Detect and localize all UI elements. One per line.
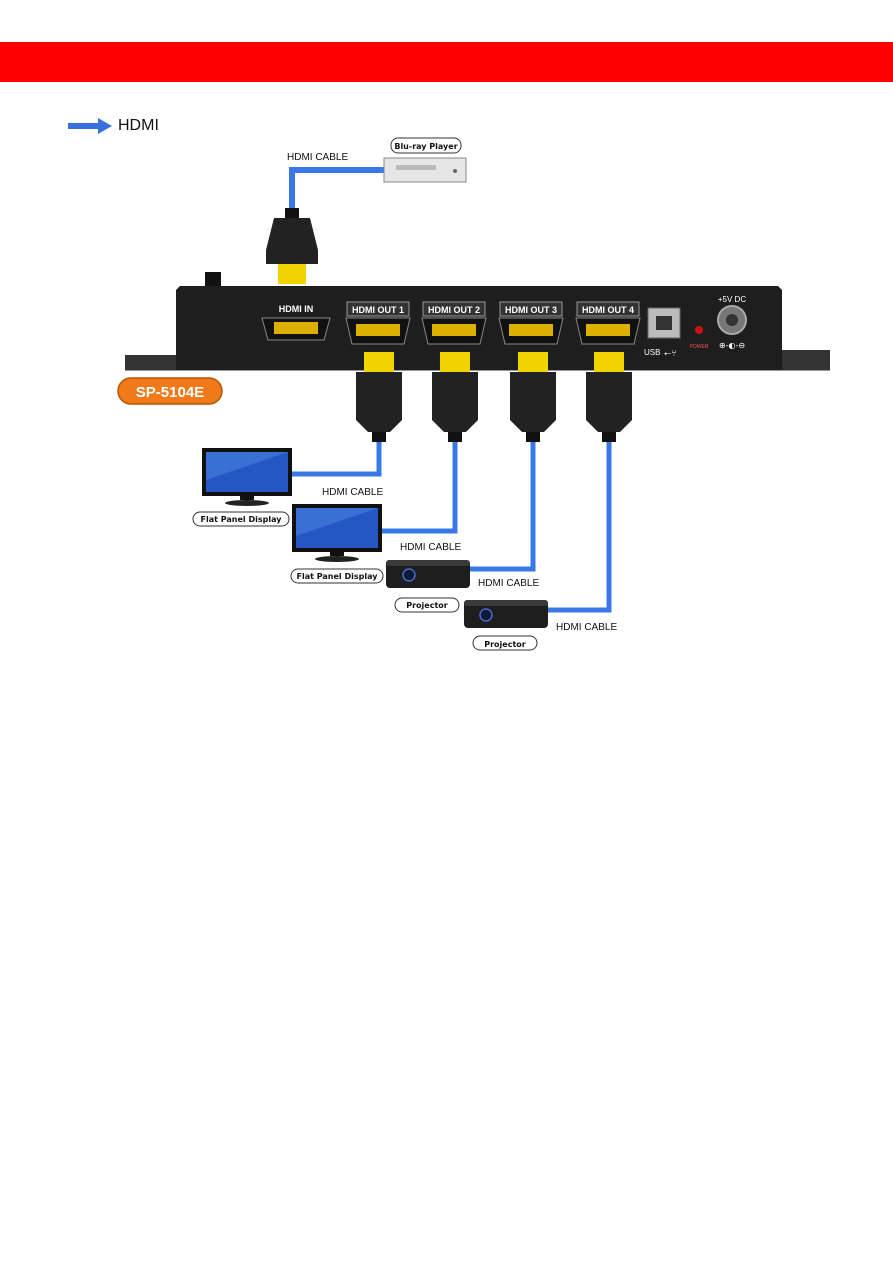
bluray-player: Blu-ray Player bbox=[383, 137, 467, 183]
projector-label-1: Projector bbox=[406, 601, 448, 610]
usb-port: USB ⭠⑂ bbox=[644, 307, 681, 359]
hdmi-out-1-port: HDMI OUT 1 bbox=[345, 301, 411, 345]
projector-2: Projector bbox=[464, 600, 548, 651]
hdmi-out-3-port: HDMI OUT 3 bbox=[498, 301, 564, 345]
input-cable bbox=[289, 167, 388, 212]
output-plug-2 bbox=[432, 352, 478, 442]
hdmi-in-label: HDMI IN bbox=[279, 304, 314, 314]
output-plug-4 bbox=[586, 352, 632, 442]
output-plug-1 bbox=[356, 352, 402, 442]
flat-panel-display-1: Flat Panel Display bbox=[192, 448, 292, 527]
cable-label-2: HDMI CABLE bbox=[400, 542, 461, 553]
header-bar bbox=[0, 42, 893, 82]
polarity-icon: ⊕-◐-⊖ bbox=[719, 341, 745, 350]
right-arrow-icon bbox=[68, 118, 112, 134]
flat-panel-label-1: Flat Panel Display bbox=[201, 515, 283, 524]
dc-jack: +5V DC ⊕-◐-⊖ bbox=[717, 295, 747, 350]
cable-label-3: HDMI CABLE bbox=[478, 578, 539, 589]
hdmi-out-4-label: HDMI OUT 4 bbox=[582, 305, 634, 315]
model-badge: SP-5104E bbox=[117, 377, 223, 405]
input-cable-label: HDMI CABLE bbox=[287, 152, 348, 163]
hdmi-out-1-label: HDMI OUT 1 bbox=[352, 305, 404, 315]
input-hdmi-plug bbox=[266, 208, 318, 284]
hdmi-out-3-label: HDMI OUT 3 bbox=[505, 305, 557, 315]
hdmi-out-2-port: HDMI OUT 2 bbox=[421, 301, 487, 345]
projector-1: Projector bbox=[386, 560, 470, 613]
output-cable-2 bbox=[382, 442, 458, 534]
power-label: POWER bbox=[690, 344, 709, 350]
output-cable-3 bbox=[470, 442, 536, 572]
power-led: POWER bbox=[690, 326, 709, 350]
legend-label: HDMI bbox=[118, 117, 159, 134]
cable-label-1: HDMI CABLE bbox=[322, 487, 383, 498]
legend: HDMI bbox=[68, 116, 159, 136]
usb-icon: ⭠⑂ bbox=[664, 349, 677, 359]
model-label: SP-5104E bbox=[136, 384, 204, 401]
flat-panel-label-2: Flat Panel Display bbox=[297, 572, 379, 581]
flat-panel-display-2: Flat Panel Display bbox=[290, 504, 384, 584]
hdmi-in-port: HDMI IN bbox=[261, 304, 331, 341]
projector-label-2: Projector bbox=[484, 640, 526, 649]
output-plug-3 bbox=[510, 352, 556, 442]
dc-label: +5V DC bbox=[718, 295, 746, 304]
hdmi-out-2-label: HDMI OUT 2 bbox=[428, 305, 480, 315]
bluray-label: Blu-ray Player bbox=[394, 142, 457, 151]
output-cable-1 bbox=[292, 442, 382, 477]
output-cable-4 bbox=[547, 442, 612, 613]
cable-label-4: HDMI CABLE bbox=[556, 622, 617, 633]
hdmi-out-4-port: HDMI OUT 4 bbox=[575, 301, 641, 345]
usb-label: USB bbox=[644, 348, 660, 357]
